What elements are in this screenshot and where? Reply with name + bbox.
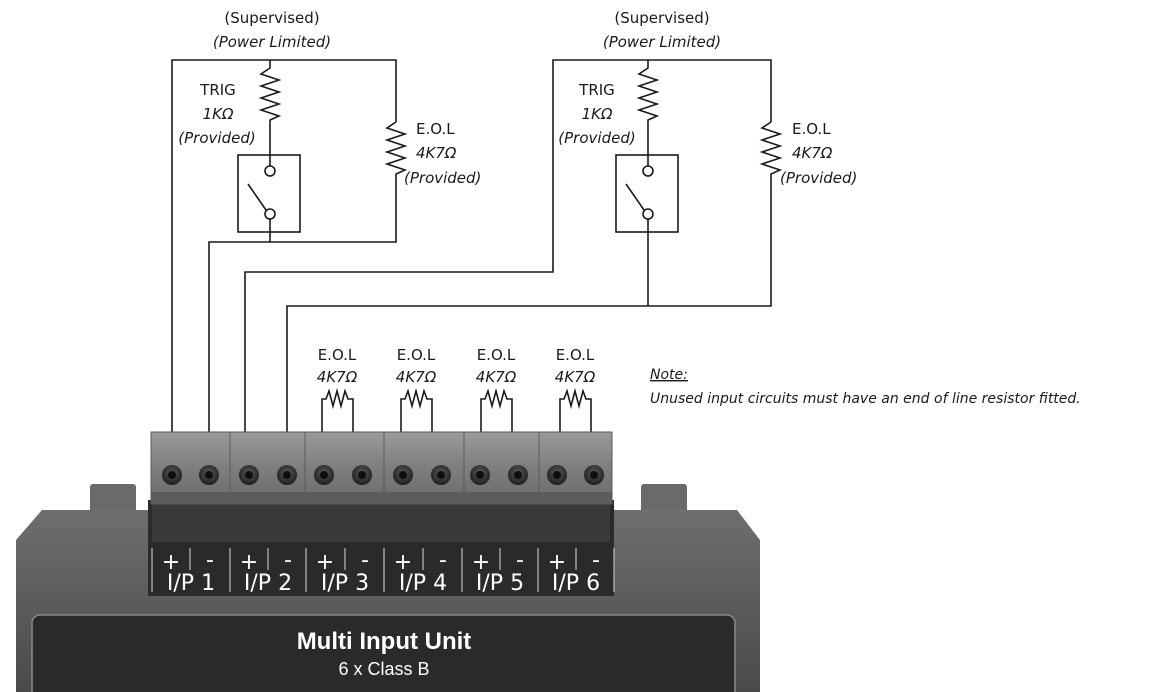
terminal-ip6-minus: - bbox=[592, 548, 600, 573]
terminal-ip2-plus: + bbox=[240, 550, 258, 575]
unit-subtitle: 6 x Class B bbox=[338, 659, 429, 679]
terminal-ip1-plus: + bbox=[162, 550, 180, 575]
terminal-ip4-plus: + bbox=[394, 550, 412, 575]
circuit-2-eol-name: E.O.L bbox=[792, 120, 831, 138]
circuit-1-switch-contact-bottom bbox=[264, 208, 276, 220]
eol-ip6-resistor bbox=[559, 387, 592, 432]
eol-ip4-resistor bbox=[400, 387, 433, 432]
unit-label-panel bbox=[31, 614, 736, 692]
circuit-1-supervised: (Supervised) bbox=[224, 9, 319, 27]
circuit-1-trig-note: (Provided) bbox=[178, 129, 255, 147]
circuit-1-eol-value: 4K7Ω bbox=[416, 144, 457, 162]
circuit-2-eol-resistor bbox=[648, 121, 783, 307]
circuit-1-trig-value: 1KΩ bbox=[203, 105, 234, 123]
circuit-1-trigger-switch-box bbox=[237, 154, 301, 233]
terminal-blocks bbox=[150, 431, 613, 505]
unit-title: Multi Input Unit bbox=[297, 628, 472, 655]
circuit-2-trig-value: 1KΩ bbox=[582, 105, 613, 123]
circuit-1-power-limited: (Power Limited) bbox=[213, 33, 331, 51]
note-text: Unused input circuits must have an end o… bbox=[650, 391, 1081, 407]
circuit-1-loop-top bbox=[171, 59, 397, 432]
circuit-1-switch-contact-top bbox=[264, 165, 276, 177]
circuit-2-trigger-switch-box bbox=[615, 154, 679, 233]
circuit-2: (Supervised) (Power Limited) TRIG 1KΩ (P… bbox=[244, 9, 857, 432]
terminal-screws bbox=[162, 465, 604, 485]
circuit-2-return-wire bbox=[286, 305, 648, 432]
circuit-1-eol-resistor bbox=[270, 121, 408, 243]
terminal-block-base bbox=[151, 492, 612, 504]
eol-ip6-name: E.O.L bbox=[556, 346, 595, 364]
circuit-2-eol-note: (Provided) bbox=[780, 169, 857, 187]
note-heading: Note: bbox=[650, 367, 688, 383]
terminal-ip1-minus: - bbox=[206, 548, 214, 573]
eol-ip4-name: E.O.L bbox=[397, 346, 436, 364]
circuit-2-trig-name: TRIG bbox=[578, 81, 615, 99]
circuit-2-trig-resistor bbox=[636, 60, 660, 166]
multi-input-unit: + - I/P 1 + - I/P 2 + - I/P 3 + - I/P 4 … bbox=[16, 431, 760, 692]
eol-ip3-name: E.O.L bbox=[318, 346, 357, 364]
circuit-2-eol-value: 4K7Ω bbox=[792, 144, 833, 162]
terminal-ip2-label: I/P 2 bbox=[244, 571, 292, 596]
eol-ip5-name: E.O.L bbox=[477, 346, 516, 364]
eol-ip3-value: 4K7Ω bbox=[317, 368, 358, 386]
terminal-ip5-label: I/P 5 bbox=[476, 571, 524, 596]
circuit-1-eol-name: E.O.L bbox=[416, 120, 455, 138]
terminal-labels: + - I/P 1 + - I/P 2 + - I/P 3 + - I/P 4 … bbox=[151, 548, 615, 596]
terminal-ip3-minus: - bbox=[361, 548, 369, 573]
terminal-ip4-label: I/P 4 bbox=[399, 571, 447, 596]
terminal-ip4-minus: - bbox=[439, 548, 447, 573]
circuit-1-switch-blade bbox=[247, 183, 267, 211]
circuit-1-trig-name: TRIG bbox=[199, 81, 236, 99]
eol-ip5-resistor bbox=[480, 387, 513, 432]
eol-ip6-value: 4K7Ω bbox=[555, 368, 596, 386]
circuit-2-loop-top bbox=[244, 59, 772, 432]
eol-ip3: E.O.L 4K7Ω bbox=[317, 346, 358, 432]
terminal-ip6-plus: + bbox=[548, 550, 566, 575]
note: Note: Unused input circuits must have an… bbox=[650, 367, 1081, 407]
circuit-1: (Supervised) (Power Limited) TRIG 1KΩ (P… bbox=[171, 9, 481, 432]
eol-ip3-resistor bbox=[321, 387, 354, 432]
circuit-2-trig-note: (Provided) bbox=[558, 129, 635, 147]
terminal-ip5-plus: + bbox=[472, 550, 490, 575]
circuit-2-switch-contact-top bbox=[642, 165, 654, 177]
circuit-1-trig-resistor bbox=[258, 60, 282, 166]
eol-ip6: E.O.L 4K7Ω bbox=[555, 346, 596, 432]
terminal-ip3-plus: + bbox=[316, 550, 334, 575]
eol-ip5-value: 4K7Ω bbox=[476, 368, 517, 386]
circuit-2-supervised: (Supervised) bbox=[614, 9, 709, 27]
circuit-2-switch-contact-bottom bbox=[642, 208, 654, 220]
circuit-2-switch-blade bbox=[625, 183, 645, 211]
terminal-ip2-minus: - bbox=[284, 548, 292, 573]
terminal-ip5-minus: - bbox=[516, 548, 524, 573]
terminal-ip1-label: I/P 1 bbox=[167, 571, 215, 596]
circuit-1-return-wire bbox=[208, 241, 270, 432]
terminal-ip6-label: I/P 6 bbox=[552, 571, 600, 596]
terminal-well-top bbox=[152, 500, 610, 542]
eol-ip4-value: 4K7Ω bbox=[396, 368, 437, 386]
eol-ip4: E.O.L 4K7Ω bbox=[396, 346, 437, 432]
eol-ip5: E.O.L 4K7Ω bbox=[476, 346, 517, 432]
circuit-1-eol-note: (Provided) bbox=[404, 169, 481, 187]
terminal-ip3-label: I/P 3 bbox=[321, 571, 369, 596]
circuit-2-power-limited: (Power Limited) bbox=[603, 33, 721, 51]
